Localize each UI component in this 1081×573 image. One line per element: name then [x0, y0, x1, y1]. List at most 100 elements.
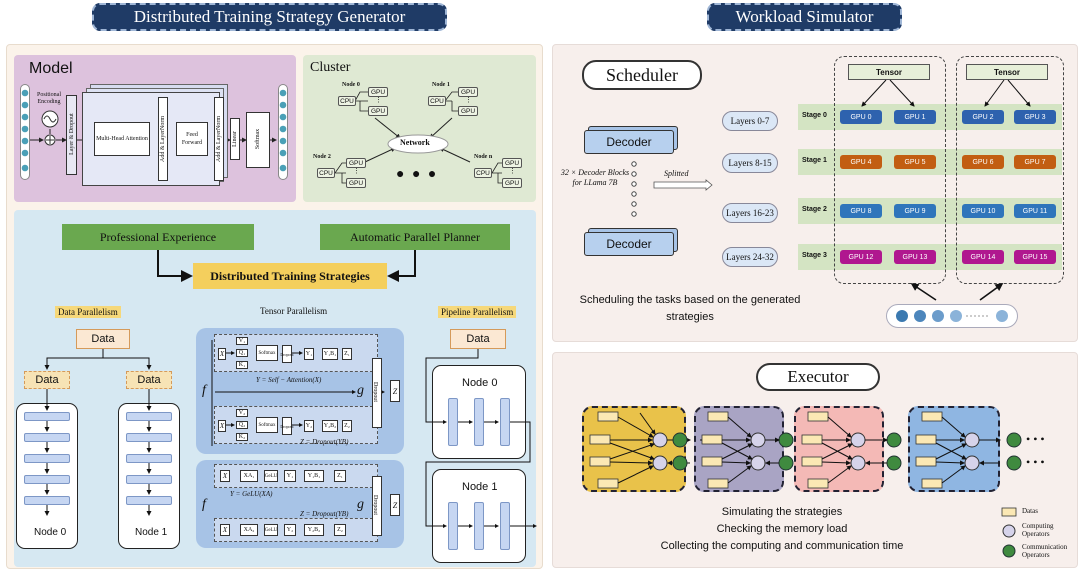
pp-arrows [425, 349, 537, 528]
tp-mlp-z1: Z₁ [334, 470, 346, 482]
tp-z-out-2: Z [390, 494, 400, 516]
scheduler-panel [552, 44, 1078, 342]
tensor-label-right: Tensor [966, 64, 1048, 80]
tensor-arrows [861, 79, 1031, 301]
noden-label: Node n [474, 154, 493, 160]
tp-q1: Q₁ [236, 349, 248, 357]
gpu-8: GPU 8 [840, 204, 882, 218]
linear-box [230, 118, 240, 160]
pp-n0-layer-2 [474, 398, 484, 446]
feedforward-box: Feed Forward [176, 122, 208, 156]
decoder-bottom: Decoder [584, 232, 674, 256]
token-pill-dots [896, 310, 1008, 322]
dp-node0-layer [24, 475, 70, 484]
cluster-more-dots: ● ● ● [396, 167, 439, 182]
dp-data-left: Data [24, 371, 70, 389]
tensor-group-right [956, 56, 1064, 284]
tp-y1b1: Y₁B₁ [322, 348, 338, 360]
executor-dots-top: • • • [1026, 432, 1045, 446]
pp-n1-layer-1 [448, 502, 458, 550]
node1-label: Node 1 [432, 82, 450, 88]
gpu-4: GPU 4 [840, 155, 882, 169]
cluster-title: Cluster [310, 60, 351, 75]
cluster-lines [334, 91, 502, 184]
tp-z2: Z₂ [342, 420, 352, 432]
tp-eq3: Y = GeLU(XA) [230, 490, 273, 498]
node0-label: Node 0 [342, 82, 360, 88]
node0-gpu-b: GPU [368, 106, 388, 116]
input-token-dots [21, 89, 29, 172]
tp-mlp-z2: Z₂ [334, 524, 346, 536]
scheduler-title: Scheduler [582, 60, 702, 90]
addnorm-box-2 [214, 97, 224, 181]
node2-gpu-b: GPU [346, 178, 366, 188]
tp-f-label-2: f [202, 497, 206, 512]
tp-eq1: Y = Self − Attention(X) [256, 376, 322, 384]
tp-k1: K₁ [236, 361, 248, 369]
stage-label-0: Stage 0 [802, 112, 827, 119]
decoder-blocks-label: 32 × Decoder Blocks for LLama 7B [560, 168, 630, 187]
pp-title: Pipeline Parallelism [438, 306, 517, 318]
decoder-vertical-dots [631, 161, 637, 217]
executor-block-2 [694, 406, 784, 492]
dp-node1-layer [126, 454, 172, 463]
tp-q2: Q₂ [236, 421, 248, 429]
layer-pill-0: Layers 0-7 [722, 111, 778, 131]
gpu-3: GPU 3 [1014, 110, 1056, 124]
model-title: Model [29, 60, 73, 77]
gpu-13: GPU 13 [894, 250, 936, 264]
dp-node0-layer [24, 496, 70, 505]
tp-mlp-x-2: X [220, 524, 230, 536]
pp-data-box: Data [450, 329, 506, 349]
node2-label: Node 2 [313, 154, 331, 160]
executor-block-2-graph [700, 411, 766, 489]
noden-cpu: CPU [474, 168, 492, 178]
tp-y1: Y₁ [304, 348, 314, 360]
gpu-15: GPU 15 [1014, 250, 1056, 264]
tp-f-label-1: f [202, 383, 206, 398]
tp-x-1: X [218, 348, 226, 360]
stage-label-3: Stage 3 [802, 252, 827, 259]
node1-gpu-a: GPU [458, 87, 478, 97]
tp-title: Tensor Parallelism [260, 306, 328, 316]
strategy-arrows [157, 250, 416, 282]
pp-n1-layer-2 [474, 502, 484, 550]
pp-node0-label: Node 0 [462, 377, 498, 389]
tensor-group-left [834, 56, 946, 284]
dp-data-box: Data [76, 329, 130, 349]
scheduler-caption: Scheduling the tasks based on the genera… [579, 294, 801, 323]
dp-node1-layer [126, 496, 172, 505]
node0-cpu: CPU [338, 96, 356, 106]
tp-eq2: Z = Dropout(YB) [300, 438, 349, 446]
layer-pill-1: Layers 8-15 [722, 153, 778, 173]
tp-v2: V₂ [236, 409, 248, 417]
gpu-14: GPU 14 [962, 250, 1004, 264]
tp-z-out-1: Z [390, 380, 400, 402]
tp-y2: Y₂ [304, 420, 314, 432]
tp-mlp-y2b2: Y₂B₂ [304, 524, 324, 536]
gpu-2: GPU 2 [962, 110, 1004, 124]
node1-vdots: ⋮ [465, 96, 472, 104]
tp-mlp-y2: Y₂ [284, 524, 296, 536]
tensor-label-left: Tensor [848, 64, 930, 80]
pp-node1-label: Node 1 [462, 481, 498, 493]
executor-line-1: Simulating the strategies [721, 506, 843, 518]
dp-node1-layer [126, 433, 172, 442]
dp-title: Data Parallelism [55, 306, 121, 318]
executor-block-3-graph [801, 411, 866, 489]
tp-g-label-1: g [357, 383, 364, 398]
left-header: Distributed Training Strategy Generator [92, 3, 447, 31]
executor-line-3: Collecting the computing and communicati… [660, 540, 904, 552]
gpu-10: GPU 10 [962, 204, 1004, 218]
tp-mlp-gelu-2: GeLU [264, 524, 278, 536]
node2-gpu-a: GPU [346, 158, 366, 168]
splitted-arrow [653, 179, 713, 191]
professional-experience-box: Professional Experience [62, 224, 254, 250]
noden-gpu-b: GPU [502, 178, 522, 188]
dp-node1-layer [126, 412, 172, 421]
noden-gpu-a: GPU [502, 158, 522, 168]
softmax-box [246, 112, 270, 168]
network-label: Network [400, 138, 430, 147]
executor-line-2: Checking the memory load [716, 523, 848, 535]
addnorm-box-1 [158, 97, 168, 181]
